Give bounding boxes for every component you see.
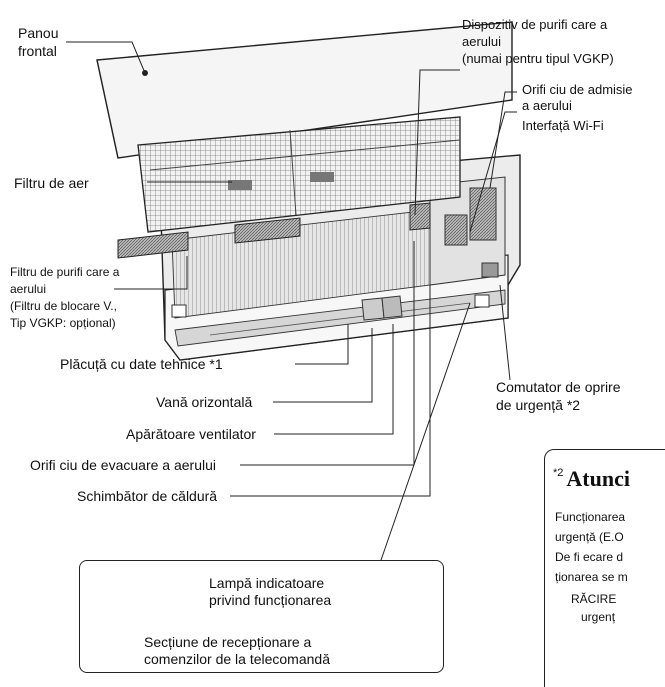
label-heat-exchanger: Schimbător de căldură	[77, 488, 218, 504]
label-front-panel-1: Panou	[18, 25, 59, 41]
callout-line-1: Funcționarea	[555, 510, 626, 524]
label-operation-lamp-2: privind funcționarea	[209, 592, 332, 608]
label-purifying-filter-1: Filtru de purifi care a	[10, 265, 120, 279]
label-remote-receiver-1: Secțiune de recepționare a	[144, 634, 312, 650]
label-air-intake-2: a aerului	[522, 98, 572, 113]
callout-line-3: De fi ecare d	[555, 550, 624, 564]
label-wifi-interface: Interfață Wi-Fi	[522, 118, 604, 133]
label-fan-guard: Apărătoare ventilator	[126, 426, 256, 442]
label-air-purifier-2: aerului	[462, 34, 502, 49]
label-horizontal-louver: Vană orizontală	[156, 394, 253, 410]
label-emergency-switch-1: Comutator de oprire	[496, 379, 621, 395]
label-operation-lamp-1: Lampă indicatoare	[209, 575, 325, 591]
callout-line-4: ționarea se m	[555, 570, 628, 584]
callout-title-text: Atunci	[566, 466, 630, 491]
front-panel-shape	[96, 21, 513, 159]
purifying-filter-shape	[117, 202, 431, 259]
label-purifying-filter-4: Tip VGKP: opțional)	[10, 316, 116, 330]
callout-mode-2: urgenț	[581, 610, 616, 624]
callout-mode-1: RĂCIRE	[571, 592, 617, 606]
air-filter-shape	[137, 116, 461, 233]
label-front-panel-2: frontal	[18, 43, 57, 59]
label-air-filter: Filtru de aer	[14, 175, 89, 191]
label-purifying-filter-3: (Filtru de blocare V.,	[10, 299, 117, 313]
label-air-purifier-3: (numai pentru tipul VGKP)	[462, 51, 614, 66]
leader-lines	[66, 41, 517, 564]
label-air-intake-1: Orifi ciu de admisie	[522, 82, 633, 97]
label-purifying-filter-2: aerului	[10, 282, 47, 296]
callout-line-2: urgență (E.O	[555, 530, 624, 544]
label-rating-plate: Plăcuță cu date tehnice *1	[60, 356, 223, 372]
label-emergency-switch-2: de urgență *2	[496, 397, 581, 413]
callout-marker: *2	[553, 467, 564, 479]
label-remote-receiver-2: comenzilor de la telecomandă	[144, 651, 330, 667]
receiver-inset: Lampă indicatoare privind funcționarea S…	[79, 560, 444, 673]
label-air-purifier-1: Dispozitiv de purifi care a	[462, 17, 608, 32]
label-air-outlet: Orifi ciu de evacuare a aerului	[30, 457, 216, 473]
